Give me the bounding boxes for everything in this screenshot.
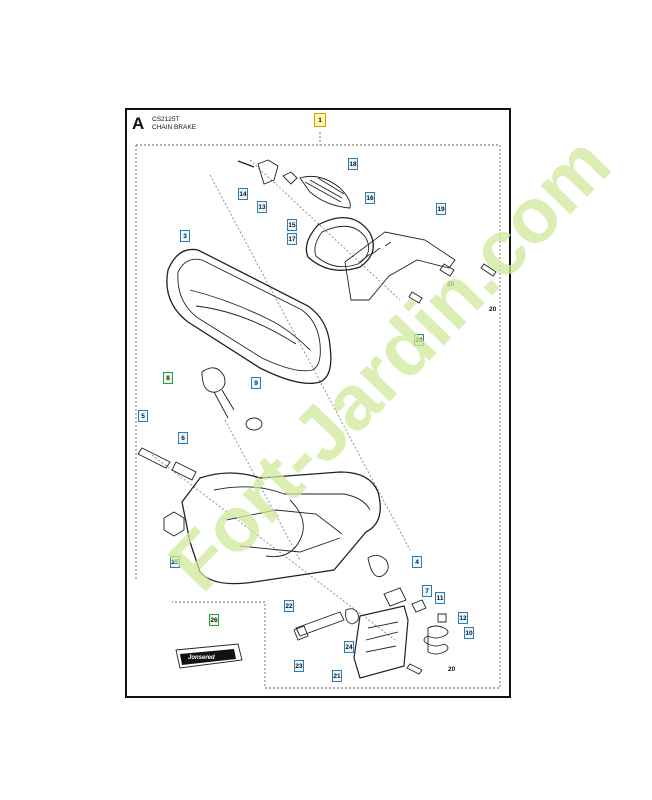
callout-17: 17 bbox=[287, 233, 297, 245]
brand-label: Jonsered bbox=[188, 655, 215, 661]
callout-26: 26 bbox=[209, 614, 219, 626]
section-letter: A bbox=[132, 114, 145, 133]
callout-10: 10 bbox=[464, 627, 474, 639]
callout-6: 6 bbox=[178, 432, 188, 444]
callout-21: 21 bbox=[332, 670, 342, 682]
brand-sticker bbox=[175, 643, 243, 669]
callout-18: 18 bbox=[348, 158, 358, 170]
callout-8: 8 bbox=[163, 372, 173, 384]
callout-11: 11 bbox=[435, 592, 445, 604]
label-20-a: 20 bbox=[447, 281, 455, 288]
callout-16: 16 bbox=[365, 192, 375, 204]
callout-9: 9 bbox=[251, 377, 261, 389]
callout-23: 23 bbox=[294, 660, 304, 672]
callout-15: 15 bbox=[287, 219, 297, 231]
callout-7: 7 bbox=[422, 585, 432, 597]
callout-12: 12 bbox=[458, 612, 468, 624]
callout-13: 13 bbox=[257, 201, 267, 213]
section-title: CHAIN BRAKE bbox=[152, 124, 197, 131]
callout-3: 3 bbox=[180, 230, 190, 242]
callout-25: 25 bbox=[170, 556, 180, 568]
label-20-b: 20 bbox=[489, 306, 497, 313]
diagram-frame bbox=[125, 108, 511, 698]
callout-1: 1 bbox=[314, 113, 326, 127]
callout-4: 4 bbox=[412, 556, 422, 568]
model-header: CS2125T CHAIN BRAKE bbox=[152, 116, 196, 132]
label-20-c: 20 bbox=[448, 666, 456, 673]
callout-14: 14 bbox=[238, 188, 248, 200]
callout-19: 19 bbox=[436, 203, 446, 215]
callout-5: 5 bbox=[138, 410, 148, 422]
callout-20: 20 bbox=[414, 334, 424, 346]
callout-24: 24 bbox=[344, 641, 354, 653]
model-number: CS2125T bbox=[152, 116, 180, 123]
callout-22: 22 bbox=[284, 600, 294, 612]
